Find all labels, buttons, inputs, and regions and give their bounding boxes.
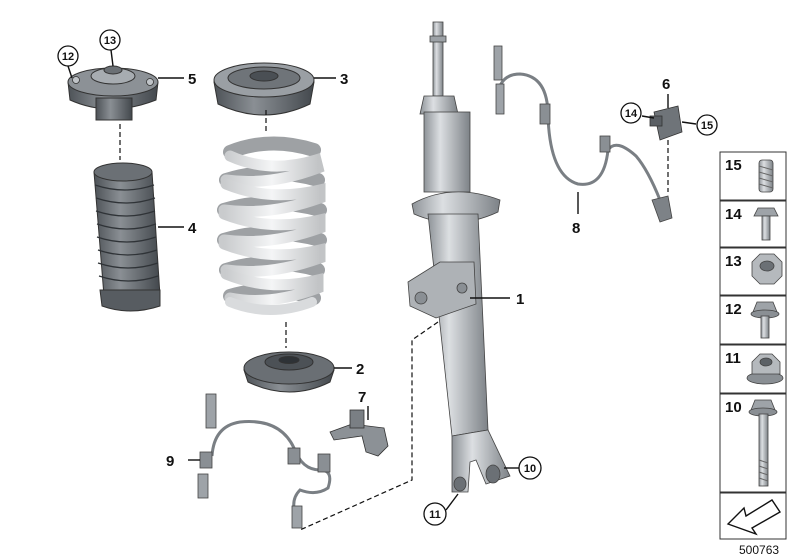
dust-boot-bellows xyxy=(93,162,161,312)
callout-4: 4 xyxy=(188,220,197,237)
hardware-label-13: 13 xyxy=(725,253,742,270)
hardware-panel: 15 14 13 12 11 10 xyxy=(719,151,787,540)
callout-14: 14 xyxy=(625,108,638,120)
callout-12: 12 xyxy=(62,51,74,63)
flange-bolt-part xyxy=(750,301,780,339)
callout-10: 10 xyxy=(524,463,536,475)
leader-lines xyxy=(67,49,697,511)
hardware-label-14: 14 xyxy=(725,206,742,223)
sensor-cable-upper xyxy=(493,45,673,223)
callout-8: 8 xyxy=(572,220,580,237)
shock-absorber-strut xyxy=(407,21,511,493)
callout-2: 2 xyxy=(356,361,364,378)
hardware-label-11: 11 xyxy=(725,350,741,367)
callout-13: 13 xyxy=(104,35,116,47)
callouts: 1 2 3 4 5 6 7 8 9 10 11 12 13 14 15 xyxy=(57,29,718,526)
callout-1: 1 xyxy=(516,291,524,308)
callout-9: 9 xyxy=(166,453,174,470)
callout-15: 15 xyxy=(701,120,713,132)
long-bolt-part xyxy=(748,399,778,487)
upper-strut-mount-left xyxy=(67,65,159,121)
callout-7: 7 xyxy=(358,389,366,406)
direction-arrow-icon xyxy=(726,499,781,536)
lower-spring-seat xyxy=(243,351,335,393)
coil-spring xyxy=(217,136,327,315)
callout-6: 6 xyxy=(662,76,670,93)
diagram-number: 500763 xyxy=(739,543,779,557)
short-flange-bolt-part xyxy=(753,207,779,241)
sensor-bracket xyxy=(649,105,683,141)
callout-11: 11 xyxy=(429,509,441,521)
hardware-label-15: 15 xyxy=(725,157,742,174)
hardware-label-10: 10 xyxy=(725,399,742,416)
hex-nut-part xyxy=(751,253,783,285)
assembly-lines xyxy=(119,110,669,531)
flange-nut-part xyxy=(746,353,784,385)
mounting-bracket xyxy=(329,409,389,457)
hardware-label-12: 12 xyxy=(725,301,742,318)
callout-5: 5 xyxy=(188,71,196,88)
callout-3: 3 xyxy=(340,71,348,88)
threaded-insert-part xyxy=(758,159,774,193)
sensor-cable-lower xyxy=(197,393,332,529)
upper-spring-seat xyxy=(213,62,315,116)
